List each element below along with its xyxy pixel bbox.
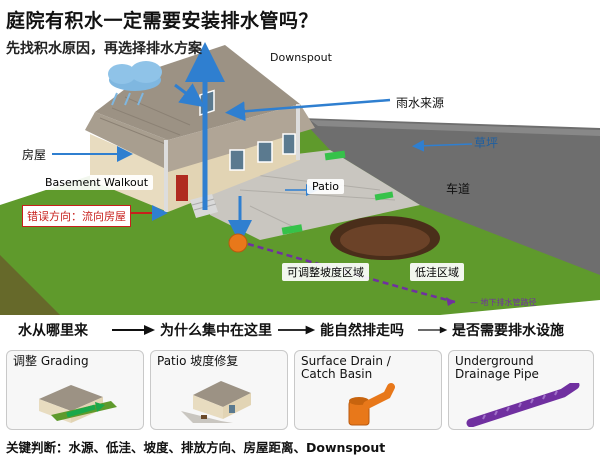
drainage-pipe-icon bbox=[466, 383, 580, 427]
decision-flow: 水从哪里来 为什么集中在这里 能自然排走吗 是否需要排水设施 bbox=[0, 316, 600, 342]
catch-basin-icon bbox=[348, 383, 395, 426]
house-label: 房屋 bbox=[22, 148, 47, 162]
flow-arrow-icon bbox=[418, 326, 448, 334]
flow-step-4: 是否需要排水设施 bbox=[452, 323, 564, 339]
rain-source-label: 雨水来源 bbox=[396, 96, 445, 110]
flow-arrow-icon bbox=[278, 325, 316, 335]
lawn-pointer-arrow bbox=[412, 139, 473, 152]
scene-illustration bbox=[0, 42, 600, 315]
card-surface-drain: Surface Drain / Catch Basin bbox=[294, 350, 442, 430]
flow-step-2: 为什么集中在这里 bbox=[160, 323, 272, 339]
card-underground-pipe: Underground Drainage Pipe bbox=[448, 350, 594, 430]
patio-repair-icon bbox=[181, 381, 251, 423]
driveway-label: 车道 bbox=[446, 182, 471, 196]
rain-source-arrow bbox=[225, 98, 391, 122]
card-title: 调整 Grading bbox=[13, 354, 89, 368]
card-title: Patio 坡度修复 bbox=[157, 354, 239, 368]
downspout-label: Downspout bbox=[270, 51, 332, 64]
driveway-surface bbox=[300, 118, 600, 275]
rain-direction-arrow bbox=[174, 83, 205, 108]
card-title: Underground Drainage Pipe bbox=[455, 354, 539, 381]
page-subtitle: 先找积水原因，再选择排水方案 bbox=[6, 41, 202, 57]
adjustable-slope-label: 可调整坡度区域 bbox=[282, 263, 369, 281]
driveway-drain-marker bbox=[374, 191, 394, 201]
card-patio-repair: Patio 坡度修复 bbox=[150, 350, 288, 430]
pipe-outlet bbox=[228, 233, 248, 253]
basement-walkout-label: Basement Walkout bbox=[40, 175, 154, 190]
wrong-direction-label: 错误方向：流向房屋 bbox=[22, 205, 131, 227]
card-grading: 调整 Grading bbox=[6, 350, 144, 430]
page-title: 庭院有积水一定需要安装排水管吗？ bbox=[6, 10, 319, 32]
flow-step-3: 能自然排走吗 bbox=[320, 323, 404, 339]
card-title: Surface Drain / Catch Basin bbox=[301, 354, 391, 381]
patio-drain-marker bbox=[324, 150, 346, 161]
flow-step-1: 水从哪里来 bbox=[18, 323, 88, 339]
underground-path-label: — 地下排水管路径 bbox=[470, 298, 537, 307]
flow-arrow-icon bbox=[112, 325, 155, 335]
lawn-drain-marker bbox=[281, 224, 303, 235]
footer-key-judgment: 关键判断：水源、低洼、坡度、排放方向、房屋距离、Downspout bbox=[6, 440, 386, 455]
rain-cloud bbox=[108, 61, 162, 106]
low-area-label: 低洼区域 bbox=[410, 263, 464, 281]
patio-label: Patio bbox=[307, 179, 344, 194]
lawn-label: 草坪 bbox=[474, 136, 499, 150]
grading-icon bbox=[39, 385, 117, 423]
